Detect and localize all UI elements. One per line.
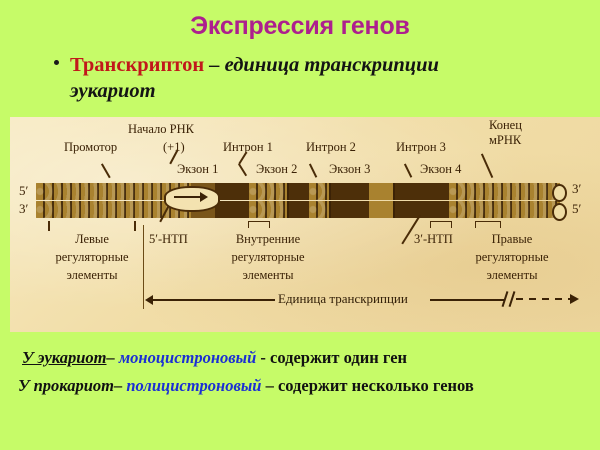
footer-line-1: У эукариот– моноцистроновый - содержит о…	[22, 344, 600, 372]
promoter-arrow-oval	[164, 186, 220, 212]
label-5-prime-left: 5′	[19, 183, 29, 198]
footer-line-2-tail: – содержит несколько генов	[261, 376, 474, 395]
bracket-right-regulatory	[475, 221, 501, 228]
label-exon-2: Экзон 2	[256, 162, 298, 176]
label-left-reg-2: регуляторные	[55, 250, 129, 264]
bracket-intron-1	[248, 221, 270, 228]
dna-strand-top	[36, 183, 560, 200]
footer-line-1-dash: –	[106, 348, 119, 367]
leader-intron-2	[309, 163, 318, 178]
label-left-reg-3: элементы	[66, 268, 118, 282]
dna-strand-bottom	[36, 201, 560, 218]
label-internal-reg-2: регуляторные	[231, 250, 305, 264]
label-intron-1: Интрон 1	[223, 140, 273, 154]
label-exon-3: Экзон 3	[329, 162, 371, 176]
label-internal-reg-1: Внутренние	[235, 232, 301, 246]
divider-left-zone	[143, 225, 145, 309]
label-3-ntp: 3′-НТП	[414, 232, 453, 246]
label-intron-3: Интрон 3	[396, 140, 446, 154]
label-3-prime-left: 3′	[19, 201, 29, 216]
label-5-prime-right: 5′	[572, 201, 582, 216]
label-rna-start: Начало РНК	[128, 122, 194, 136]
leader-intron-3	[404, 163, 413, 178]
bullet-dot-icon	[54, 60, 59, 65]
label-plus-one: (+1)	[163, 140, 185, 154]
footer-line-2: У прокариот– полицистроновый – содержит …	[18, 372, 600, 400]
strand-end-loop-top	[552, 184, 567, 202]
label-3-prime-right: 3′	[572, 181, 582, 196]
promoter-arrow-head-icon	[200, 192, 208, 202]
footer-line-1-tail: - содержит один ген	[256, 348, 408, 367]
label-5-ntp: 5′-НТП	[149, 232, 188, 246]
bullet-dash: –	[204, 54, 225, 76]
bullet-keyword: Транскриптон	[70, 54, 205, 76]
transcription-unit-arrow-left	[145, 295, 153, 305]
label-transcription-unit: Единица транскрипции	[278, 291, 408, 306]
leader-promoter	[101, 163, 111, 179]
label-left-reg-1: Левые	[75, 232, 109, 246]
footer-line-2-dash: –	[114, 376, 127, 395]
gene-structure-diagram: Начало РНК Конец мРНК Промотор (+1) Интр…	[10, 117, 600, 332]
footer-line-2-keyword: полицистроновый	[126, 376, 262, 395]
tick-left-reg-end	[134, 221, 136, 231]
leader-mrna-end	[481, 153, 494, 178]
label-right-reg-3: элементы	[486, 268, 538, 282]
label-right-reg-1: Правые	[491, 232, 533, 246]
label-intron-2: Интрон 2	[306, 140, 356, 154]
label-mrna-end-2: мРНК	[489, 133, 522, 147]
transcription-unit-line-left	[152, 299, 275, 301]
bullet-line-1: Транскриптон – единица транскрипции	[70, 52, 594, 78]
axis-break-mark-2	[508, 291, 516, 307]
bracket-intron-3	[430, 221, 452, 228]
label-exon-1: Экзон 1	[177, 162, 219, 176]
footer-line-1-keyword: моноцистроновый	[118, 348, 257, 367]
transcription-unit-dashed-line	[516, 298, 570, 300]
bullet-definition-part2: эукариот	[70, 80, 156, 102]
dna-duplex	[36, 183, 567, 221]
label-exon-4: Экзон 4	[420, 162, 462, 176]
label-internal-reg-3: элементы	[242, 268, 294, 282]
footer-block: У эукариот– моноцистроновый - содержит о…	[0, 344, 600, 400]
transcription-unit-line-right	[430, 299, 505, 301]
footer-line-1-subject: У эукариот	[22, 348, 107, 367]
label-promoter: Промотор	[64, 140, 118, 154]
footer-line-2-subject: У прокариот	[18, 376, 114, 395]
label-right-reg-2: регуляторные	[475, 250, 549, 264]
bullet-block: Транскриптон – единица транскрипции эука…	[54, 52, 594, 104]
transcription-unit-arrow-right	[570, 294, 579, 304]
leader-intron-1b	[238, 163, 248, 177]
tick-left-reg-start	[48, 221, 50, 231]
bullet-definition-part1: единица транскрипции	[224, 54, 439, 76]
label-mrna-end-1: Конец	[489, 118, 522, 132]
page-title: Экспрессия генов	[190, 12, 410, 40]
strand-end-loop-bottom	[552, 203, 567, 221]
promoter-arrow-shaft	[174, 196, 202, 198]
